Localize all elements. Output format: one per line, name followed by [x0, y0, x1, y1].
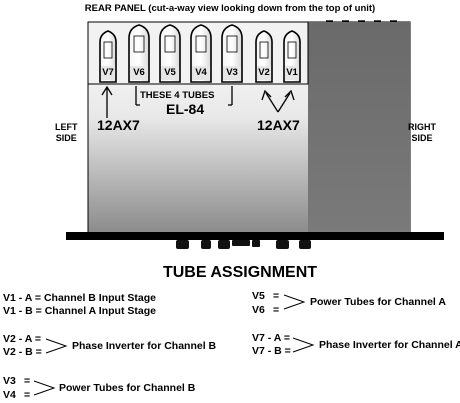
- tube-label-bg-v7: [101, 66, 115, 80]
- tube-label-v1: V1: [286, 67, 298, 78]
- assign-v6: V6: [252, 304, 265, 316]
- assign-v5: V5: [252, 290, 265, 302]
- assign-v2a: V2 - A =: [3, 333, 42, 345]
- tube-label-bg-v6: [130, 66, 148, 80]
- bracket-v56: [283, 294, 306, 310]
- tube-plate-v2: [259, 41, 269, 59]
- assign-v2b: V2 - B =: [3, 346, 42, 358]
- assign-v4-eq: =: [24, 389, 31, 401]
- assign-v56-desc: Power Tubes for Channel A: [310, 296, 446, 308]
- assign-v7b: V7 - B =: [252, 345, 291, 357]
- right-side-label: RIGHT SIDE: [408, 122, 436, 144]
- tube-assignment-title: TUBE ASSIGNMENT: [162, 264, 318, 281]
- panel-title: REAR PANEL (cut-a-way view looking down …: [84, 3, 376, 14]
- tube-label-v7: V7: [102, 67, 114, 78]
- tube-label-v5: V5: [164, 67, 176, 78]
- assign-v5-eq: =: [273, 290, 280, 302]
- callout-el84: EL-84: [166, 101, 205, 117]
- arrow-right-12ax7: [261, 89, 295, 113]
- callout-right-12ax7: 12AX7: [257, 117, 300, 133]
- tube-label-bg-v5: [161, 66, 179, 80]
- rear-jacks: [176, 240, 311, 249]
- assign-v6-eq: =: [273, 304, 280, 316]
- tube-plate-v3: [226, 35, 238, 53]
- assign-v7-desc: Phase Inverter for Channel A: [319, 339, 460, 351]
- chassis-base: [66, 232, 444, 240]
- tube-label-bg-v3: [223, 66, 241, 80]
- tube-label-v4: V4: [195, 67, 207, 78]
- tube-label-bg-v1: [285, 66, 299, 80]
- assign-v7a: V7 - A =: [252, 332, 291, 344]
- right-side-line1: RIGHT: [408, 122, 436, 132]
- tube-label-v3: V3: [226, 67, 238, 78]
- tube-plate-v7: [103, 41, 113, 59]
- tube-label-bg-v4: [192, 66, 210, 80]
- assign-v1a: V1 - A = Channel B Input Stage: [3, 292, 156, 304]
- tube-plate-v5: [164, 35, 176, 53]
- assign-v4: V4: [3, 389, 16, 401]
- left-side-line2: SIDE: [55, 133, 77, 143]
- callout-left-12ax7: 12AX7: [97, 117, 140, 133]
- bracket-el84: [135, 86, 233, 106]
- arrow-left-12ax7: [101, 85, 113, 118]
- assign-v3: V3: [3, 375, 16, 387]
- assign-v1b: V1 - B = Channel A Input Stage: [3, 305, 156, 317]
- left-side-label: LEFT SIDE: [55, 122, 78, 144]
- bracket-v7: [292, 337, 315, 353]
- tube-plate-v1: [287, 41, 297, 59]
- chassis-right-section: [308, 22, 410, 234]
- assign-v3-eq: =: [24, 375, 31, 387]
- bracket-v34: [33, 380, 56, 396]
- tube-group: [99, 24, 301, 83]
- tube-label-bg-v2: [257, 66, 271, 80]
- tube-plate-v4: [195, 35, 207, 53]
- tube-plate-v6: [133, 35, 145, 53]
- bracket-v2: [45, 338, 68, 354]
- tube-label-v2: V2: [258, 67, 270, 78]
- assign-v2-desc: Phase Inverter for Channel B: [72, 340, 217, 352]
- right-side-line2: SIDE: [411, 133, 433, 143]
- callout-these-4-tubes: THESE 4 TUBES: [140, 90, 215, 101]
- left-side-line1: LEFT: [55, 122, 78, 132]
- tube-label-v6: V6: [133, 67, 145, 78]
- assign-v34-desc: Power Tubes for Channel B: [59, 382, 196, 394]
